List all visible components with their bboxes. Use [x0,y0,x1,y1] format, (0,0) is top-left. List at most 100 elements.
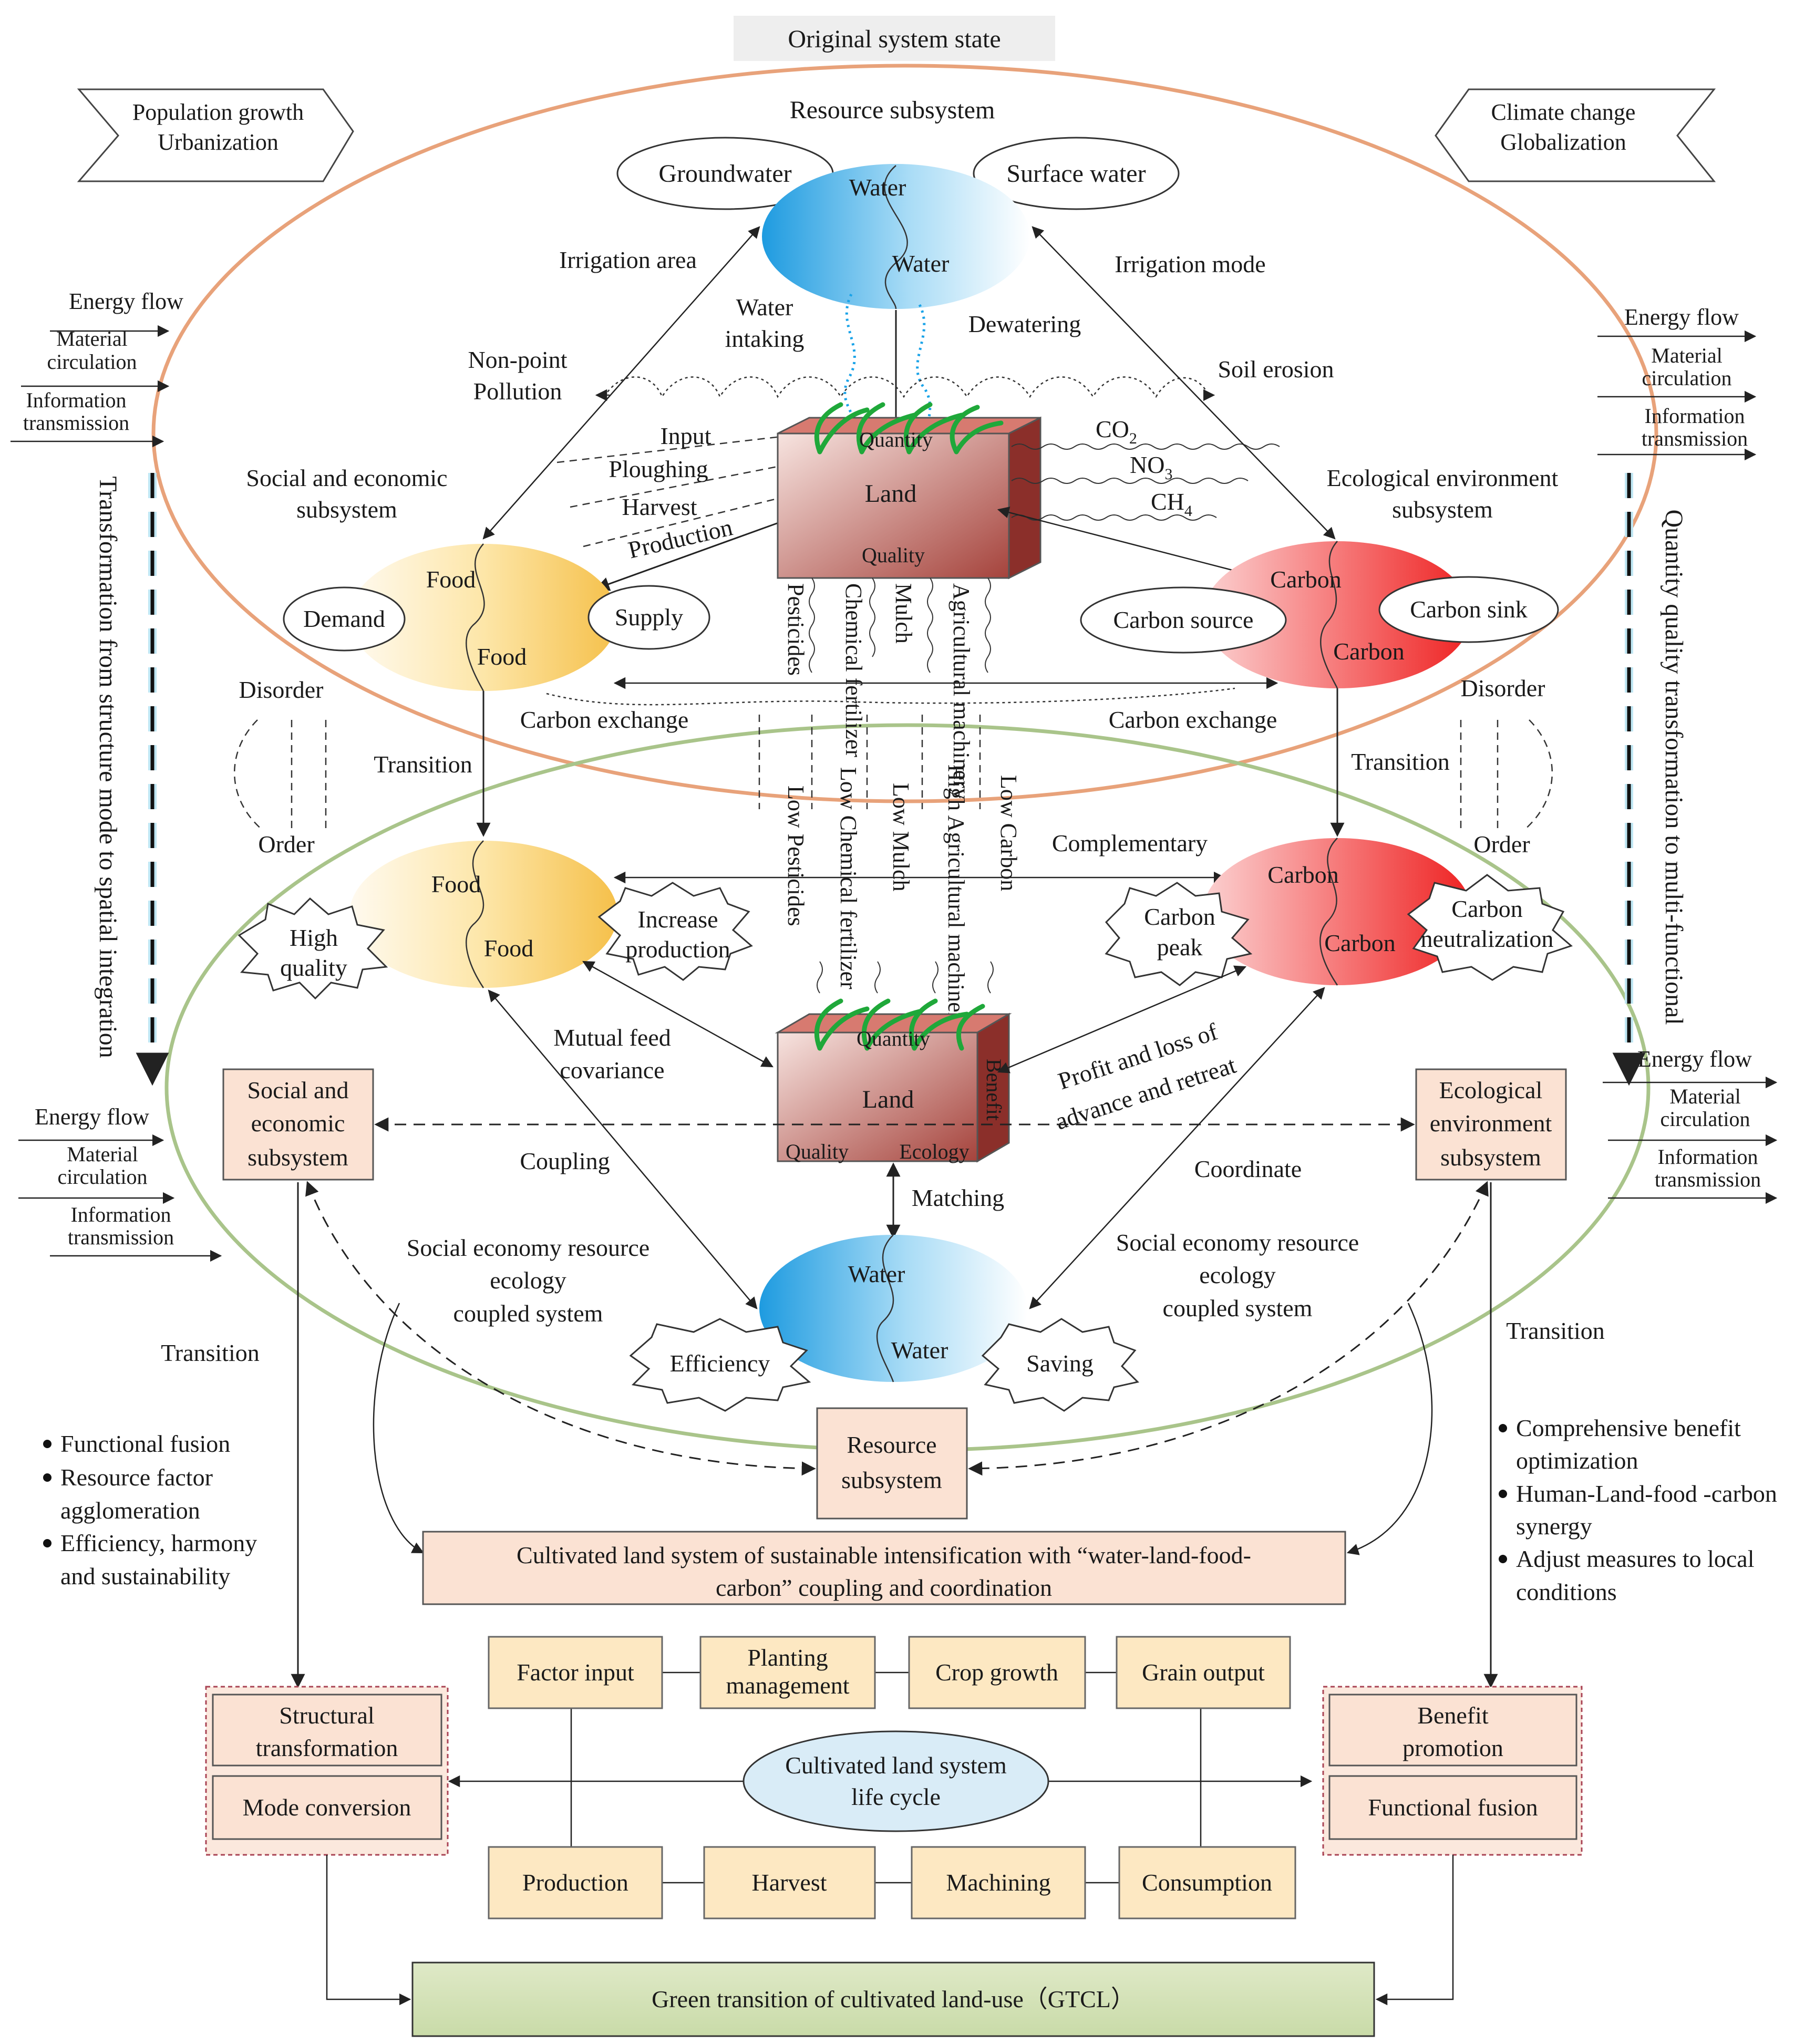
upper-vertical-waves [809,577,991,673]
coupled-left-1: Social economy resource [407,1234,649,1261]
efficiency-label: Efficiency [670,1350,770,1377]
upper-ecological-label-1: Ecological environment [1327,464,1559,491]
upper-food-ellipse [349,544,617,691]
left-driver-text-2: Urbanization [158,129,279,155]
upper-input-machinery: Agricultural machinery [948,583,974,800]
low-mulch: Low Mulch [888,783,914,892]
final-gtcl-label: Green transition of cultivated land-use（… [652,1986,1135,2012]
upper-land-quality: Quality [862,543,925,567]
right-upper-info-2: transmission [1642,427,1748,450]
surface-water-ellipse [973,137,1180,210]
lower-carbon-ellipse [1203,838,1471,985]
production-label: Production [625,513,735,563]
matching-label: Matching [912,1184,1004,1211]
carbon-source-label: Carbon source [1113,606,1254,633]
upper-land-quantity: Quantity [859,428,933,451]
mode-conversion-label: Mode conversion [243,1794,411,1821]
order-left: Order [258,831,314,858]
bullets-left-3-2: and sustainability [60,1563,230,1589]
input-label: Input [660,422,711,449]
upper-food-label-top: Food [426,566,476,593]
bullets-left-3-1: Efficiency, harmony [60,1530,257,1556]
coupled-left-2: ecology [490,1267,566,1294]
supply-label: Supply [615,604,683,631]
saving-label: Saving [1026,1350,1094,1377]
upper-carbon-divider [1320,541,1338,689]
upper-water-ellipse [762,164,1030,309]
groundwater-label: Groundwater [658,160,791,188]
lower-water-label-bottom: Water [891,1337,948,1364]
land-carbon-arrow [997,507,1233,571]
social-economic-box [222,1068,374,1181]
bullet-right-3 [1499,1555,1507,1563]
original-state-label-box [734,16,1055,61]
right-lower-info-1: Information [1657,1145,1758,1169]
right-lower-energy-flow: Energy flow [1637,1046,1752,1072]
gas-wave-1 [1011,443,1280,450]
lower-land-quality: Quality [786,1140,849,1163]
left-lower-energy-flow: Energy flow [35,1104,149,1130]
bullets-left-1-1: Functional fusion [60,1430,230,1457]
non-point-label-1: Non-point [468,346,567,373]
lower-water-divider [876,1234,894,1382]
low-pesticides: Low Pesticides [783,786,809,926]
bullet-left-3 [43,1539,51,1547]
ch4-label: CH4 [1151,488,1192,520]
harvest-label-lc: Harvest [751,1869,827,1896]
no3-label: NO3 [1130,451,1172,483]
increase-production-label-1: Increase [637,906,718,933]
coupling-label: Coupling [520,1148,610,1174]
high-machinery: High Agricultural machinery [943,765,969,1031]
lifecycle-connectors [570,1671,1202,1884]
eco-transition-label: Transition [1506,1317,1604,1344]
lower-sprouts [814,998,985,1051]
irrigation-mode-arrow [1032,226,1336,540]
benefit-line-2: promotion [1402,1735,1503,1761]
carbon-neutralization-label-2: neutralization [1421,925,1554,952]
disorder-order-arc-left [233,719,263,831]
lower-land-label: Land [862,1086,914,1113]
right-upper-flows [1597,330,1757,461]
planting-label-1: Planting [747,1644,828,1671]
bullets-left-2-1: Resource factor [60,1464,213,1491]
social-transition-label: Transition [161,1339,259,1366]
increase-production-label-2: production [625,936,730,963]
bullet-right-2 [1499,1490,1507,1498]
right-driver-text-2: Globalization [1500,129,1626,155]
upper-food-divider [466,543,485,691]
grain-output-label: Grain output [1142,1659,1265,1686]
crop-growth-box [908,1636,1086,1709]
left-upper-energy-flow: Energy flow [69,288,183,314]
social-box-line-1: Social and [248,1077,349,1103]
inputs-dashed-connectors [758,715,981,809]
demand-ellipse [283,586,406,652]
mutual-feed-label-2: covariance [560,1057,664,1083]
right-driver-arrow [1435,88,1716,182]
irrigation-area-label: Irrigation area [559,246,697,273]
food-transition-label: Transition [374,751,472,778]
lifecycle-center-ellipse [742,1730,1049,1832]
right-side-label: Quantity quality transformation to multi… [1660,509,1688,1025]
carbon-neutralization-star [1407,874,1573,981]
upper-water-divider [884,165,908,309]
left-upper-info-1: Information [26,388,126,412]
lifecycle-center-line-2: life cycle [851,1783,941,1810]
consumption-label: Consumption [1142,1869,1272,1896]
left-upper-material-1: Material [56,327,128,350]
upper-carbon-ellipse [1203,541,1471,688]
left-curve-to-cultivated [373,1303,424,1554]
production-label-lc: Production [522,1869,628,1896]
bullet-right-1 [1499,1424,1507,1432]
food-land-arrow [582,961,774,1068]
order-right: Order [1473,831,1530,858]
harvest-label: Harvest [622,493,697,520]
right-upper-material-2: circulation [1642,366,1731,390]
coupled-left-3: coupled system [453,1300,603,1327]
left-lower-material-2: circulation [57,1165,147,1189]
bullets-left-2-2: agglomeration [60,1497,200,1524]
lower-land-benefit: Benefit [982,1059,1006,1121]
lower-food-ellipse [349,841,617,988]
resource-box-line-2: subsystem [841,1467,942,1493]
upper-carbon-label-top: Carbon [1270,566,1341,593]
